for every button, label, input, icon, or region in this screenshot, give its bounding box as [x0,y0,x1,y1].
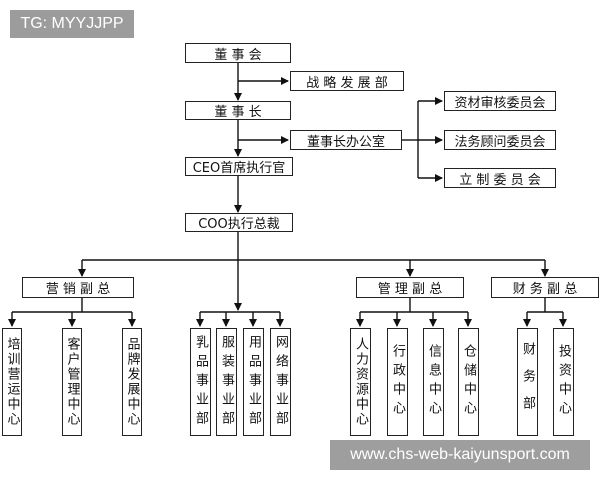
training-center-box: 培训营运中心 [2,328,22,436]
customer-center-box: 客户管理中心 [62,328,82,436]
vp-marketing-box: 营 销 副 总 [22,277,134,298]
chairman-box: 董 事 长 [185,101,291,120]
brand-center-box: 品牌发展中心 [122,328,142,436]
board-box: 董 事 会 [185,43,291,63]
brand-center-label: 品牌发展中心 [124,337,140,427]
warehouse-center-label: 仓储中心 [461,344,476,420]
supplies-division-box: 用品事业部 [243,328,264,436]
legislation-committee-box: 立 制 委 员 会 [444,168,556,188]
coo-box: COO执行总裁 [185,213,293,232]
info-center-label: 信息中心 [426,344,441,420]
finance-dept-box: 财务部 [517,328,538,436]
admin-center-label: 行政中心 [390,344,405,420]
network-division-box: 网络事业部 [270,328,291,436]
chairman-office-box: 董事长办公室 [290,130,402,150]
apparel-division-label: 服装事业部 [219,334,234,430]
site-watermark: www.chs-web-kaiyunsport.com [330,440,590,470]
hr-center-box: 人力资源中心 [350,328,371,436]
audit-committee-box: 资材审核委员会 [444,91,556,111]
vp-finance-box: 财 务 副 总 [491,277,599,298]
admin-center-box: 行政中心 [387,328,408,436]
info-center-box: 信息中心 [423,328,444,436]
supplies-division-label: 用品事业部 [246,334,261,430]
strategy-dept-box: 战 略 发 展 部 [290,71,404,91]
training-center-label: 培训营运中心 [4,337,20,427]
dairy-division-box: 乳品事业部 [190,328,211,436]
ceo-box: CEO首席执行官 [185,157,293,176]
finance-dept-label: 财务部 [520,341,535,423]
dairy-division-label: 乳品事业部 [193,334,208,430]
vp-management-box: 管 理 副 总 [356,277,464,298]
apparel-division-box: 服装事业部 [216,328,237,436]
customer-center-label: 客户管理中心 [64,337,80,427]
tg-watermark: TG: MYYJJPP [10,10,134,38]
network-division-label: 网络事业部 [273,334,288,430]
investment-center-box: 投资中心 [553,328,574,436]
investment-center-label: 投资中心 [556,344,571,420]
legal-committee-box: 法务顾问委员会 [444,130,556,150]
warehouse-center-box: 仓储中心 [458,328,479,436]
hr-center-label: 人力资源中心 [353,337,368,427]
